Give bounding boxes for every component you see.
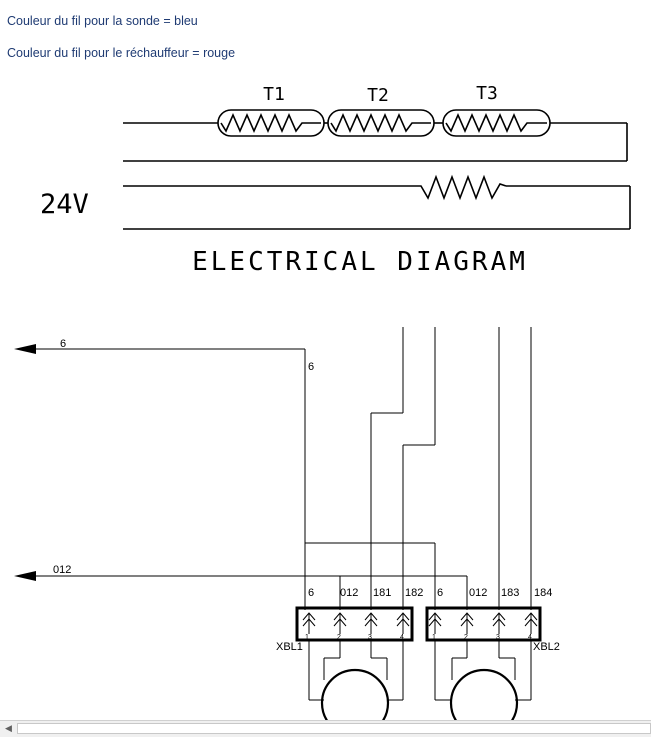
arrow-label-6: 6 bbox=[60, 338, 66, 350]
arrow-6-icon bbox=[14, 344, 36, 354]
sensor-t2-label: T2 bbox=[367, 85, 389, 106]
sensor-t1-capsule bbox=[217, 109, 325, 137]
xbl1-pin-4: 4 bbox=[400, 634, 404, 641]
arrow-012-icon bbox=[14, 571, 36, 581]
electrical-diagram: T1 T2 T3 24V ELECTRICAL DIAGRAM bbox=[40, 83, 631, 277]
xbl1-wire-2: 012 bbox=[340, 587, 358, 599]
drop-label-6: 6 bbox=[308, 361, 314, 373]
voltage-label: 24V bbox=[40, 189, 89, 220]
connector-xbl1 bbox=[295, 606, 414, 642]
xbl2-wire-1: 6 bbox=[437, 587, 443, 599]
xbl1-pin-1: 1 bbox=[305, 634, 309, 641]
xbl2-pin-4: 4 bbox=[528, 634, 532, 641]
xbl1-pin-2: 2 bbox=[337, 634, 341, 641]
motor-1 bbox=[320, 668, 390, 720]
xbl1-pin-3: 3 bbox=[368, 634, 372, 641]
triangle-left-icon[interactable]: ◀ bbox=[5, 724, 12, 734]
page-footer-space bbox=[0, 737, 651, 746]
xbl2-pin-1: 1 bbox=[432, 634, 436, 641]
xbl2-pin-3: 3 bbox=[496, 634, 500, 641]
sensor-t2-capsule bbox=[327, 109, 435, 137]
xbl2-wire-2: 012 bbox=[469, 587, 487, 599]
electrical-diagram-title: ELECTRICAL DIAGRAM bbox=[192, 247, 528, 277]
xbl2-wire-3: 183 bbox=[501, 587, 519, 599]
probe-wire-color-note: Couleur du fil pour la sonde = bleu bbox=[7, 14, 198, 28]
xbl1-wire-3: 181 bbox=[373, 587, 391, 599]
xbl2-wire-4: 184 bbox=[534, 587, 552, 599]
scrollbar-track[interactable] bbox=[17, 723, 651, 734]
sensor-t3-capsule bbox=[442, 109, 551, 137]
heater-wire-color-note: Couleur du fil pour le réchauffeur = rou… bbox=[7, 46, 236, 60]
sensor-t1-label: T1 bbox=[263, 84, 285, 105]
xbl1-wire-1: 6 bbox=[308, 587, 314, 599]
xbl1-label: XBL1 bbox=[276, 641, 303, 653]
wiring-diagram: 6 012 6 6 012 181 182 6 012 183 184 XBL1… bbox=[14, 327, 560, 720]
horizontal-scrollbar[interactable]: ◀ bbox=[0, 720, 651, 737]
xbl2-pin-2: 2 bbox=[464, 634, 468, 641]
motor-2 bbox=[449, 668, 519, 720]
xbl2-label: XBL2 bbox=[533, 641, 560, 653]
xbl1-wire-4: 182 bbox=[405, 587, 423, 599]
connector-xbl2 bbox=[425, 606, 542, 642]
sensor-t3-label: T3 bbox=[476, 83, 498, 104]
arrow-label-012: 012 bbox=[53, 564, 71, 576]
